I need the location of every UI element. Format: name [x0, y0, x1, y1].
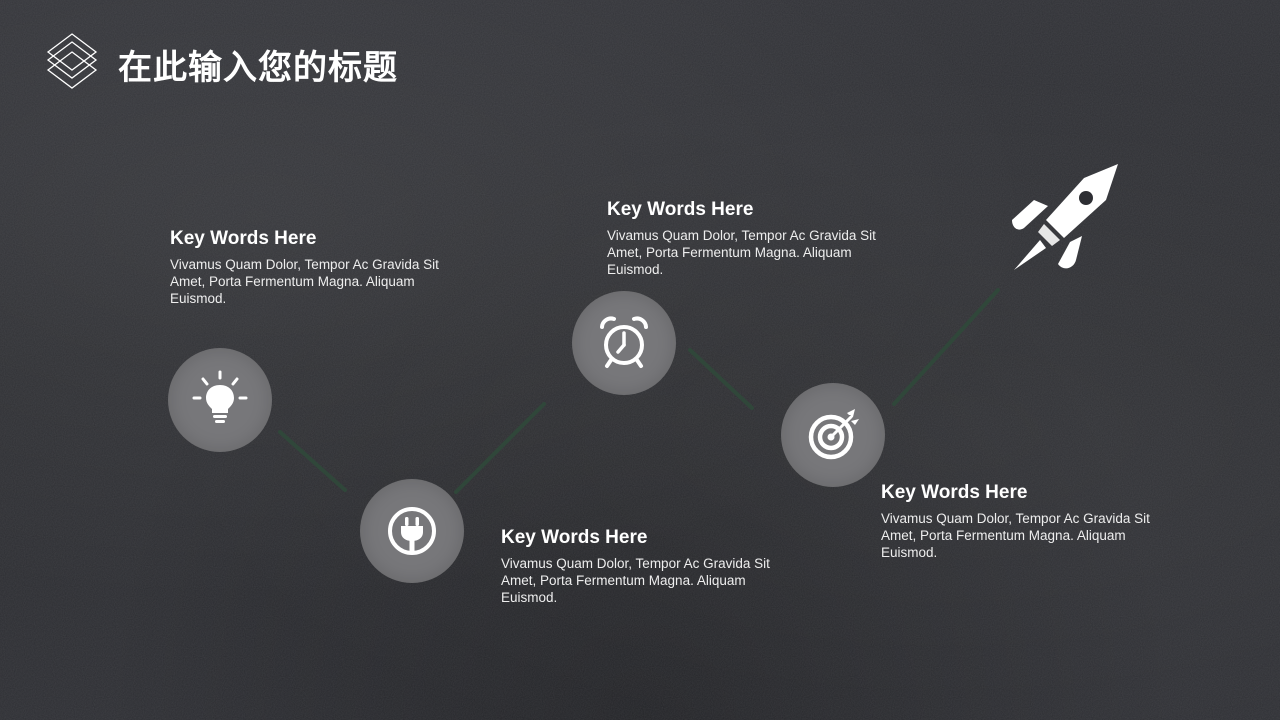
step-heading: Key Words Here	[607, 199, 754, 220]
target-icon	[808, 409, 859, 460]
step-circle-1	[168, 348, 272, 452]
step-circle-2	[360, 479, 464, 583]
step-text-3: Key Words Here Vivamus Quam Dolor, Tempo…	[607, 199, 897, 278]
lightbulb-icon	[192, 370, 248, 423]
step-heading: Key Words Here	[881, 482, 1028, 503]
step-circle-4	[781, 383, 885, 487]
step-heading: Key Words Here	[501, 527, 648, 548]
step-text-2: Key Words Here Vivamus Quam Dolor, Tempo…	[501, 527, 791, 606]
step-text-4: Key Words Here Vivamus Quam Dolor, Tempo…	[881, 482, 1171, 561]
step-description: Vivamus Quam Dolor, Tempor Ac Gravida Si…	[881, 511, 1150, 560]
step-circle-3	[572, 291, 676, 395]
step-text-1: Key Words Here Vivamus Quam Dolor, Tempo…	[170, 228, 470, 307]
alarm-clock-icon	[600, 316, 648, 368]
layers-logo-icon	[46, 33, 98, 89]
page-title: 在此输入您的标题	[118, 48, 398, 88]
step-heading: Key Words Here	[170, 228, 317, 249]
rocket-icon	[1012, 164, 1118, 270]
step-description: Vivamus Quam Dolor, Tempor Ac Gravida Si…	[607, 228, 876, 277]
plug-icon	[388, 507, 436, 555]
step-description: Vivamus Quam Dolor, Tempor Ac Gravida Si…	[170, 257, 439, 306]
step-description: Vivamus Quam Dolor, Tempor Ac Gravida Si…	[501, 556, 770, 605]
